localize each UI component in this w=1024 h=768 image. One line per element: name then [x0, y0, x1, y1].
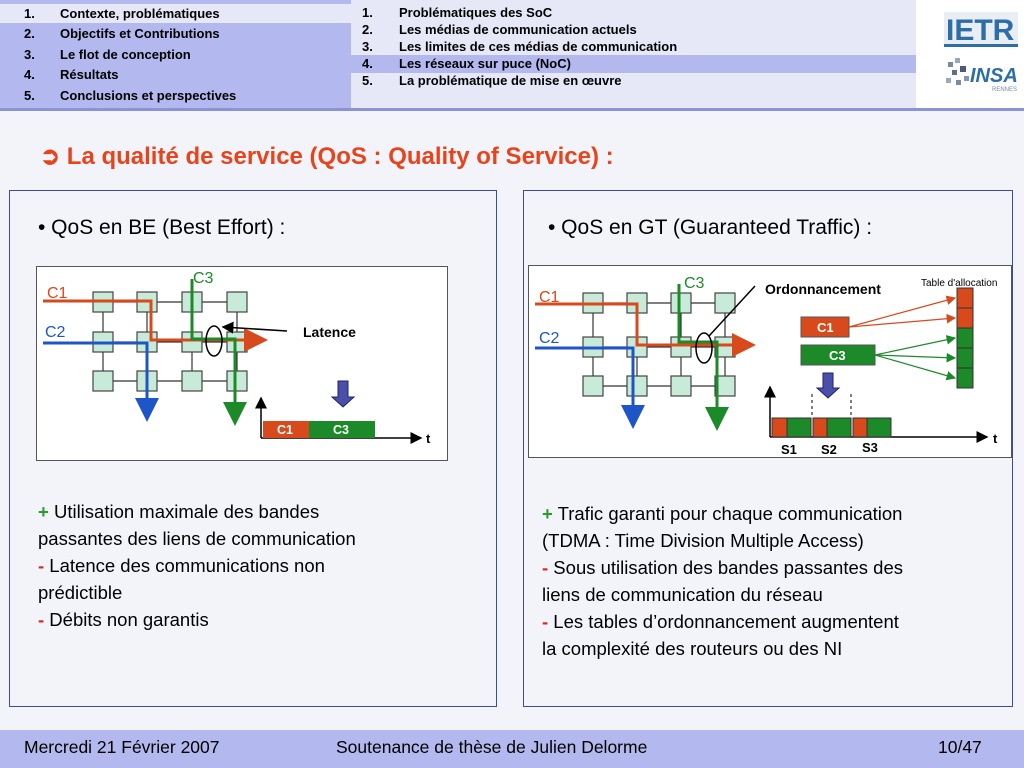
path-c3	[677, 284, 729, 431]
label-ordonnancement: Ordonnancement	[765, 281, 881, 297]
router	[714, 375, 736, 397]
logo-area: IETR INSA RENNES	[916, 0, 1024, 110]
router	[714, 292, 736, 314]
tdma-slot	[852, 417, 868, 438]
panel-best-effort-heading: • QoS en BE (Best Effort) :	[38, 216, 286, 239]
tdma-slot	[826, 417, 852, 438]
tdma-slot	[866, 417, 892, 438]
panel-best-effort-text: + Utilisation maximale des bandes passan…	[38, 498, 490, 633]
text-line: - Sous utilisation des bandes passantes …	[542, 557, 903, 578]
router	[670, 336, 692, 358]
text-line: + Trafic garanti pour chaque communicati…	[542, 503, 903, 524]
noc-diagram-be: C1 C2 C3 Latence C1 C3 t	[43, 270, 431, 446]
router	[181, 370, 203, 392]
text-line: passantes des liens de communication	[38, 528, 356, 549]
contention-ellipse	[695, 332, 713, 364]
insa-logo-subtext: RENNES	[992, 87, 1017, 93]
path-c1	[535, 302, 756, 357]
path-c3	[190, 279, 247, 426]
router	[226, 331, 248, 353]
router	[92, 370, 114, 392]
router	[582, 375, 604, 397]
tdma-slot	[786, 417, 812, 438]
panel-guaranteed-traffic-text: + Trafic garanti pour chaque communicati…	[542, 500, 1004, 662]
text-line: - Latence des communications non	[38, 555, 325, 576]
label-c2: C2	[45, 324, 66, 341]
header-divider	[0, 108, 1024, 111]
arrow-icon: ➲	[40, 143, 61, 170]
diagram-best-effort: C1 C2 C3 Latence C1 C3 t	[36, 266, 448, 461]
table-cell-c3	[956, 327, 974, 349]
time-label: t	[993, 431, 998, 446]
fan-arrows-c1	[848, 295, 957, 328]
label-s1: S1	[781, 442, 797, 457]
label-c1: C1	[47, 285, 68, 302]
fan-arrows-c3	[874, 335, 957, 381]
tdma-slot	[771, 417, 788, 438]
ietr-logo-text: IETR	[946, 14, 1015, 47]
router	[670, 375, 692, 397]
router	[626, 375, 648, 397]
text-line: - Débits non garantis	[38, 609, 209, 630]
latence-pointer	[221, 321, 288, 334]
down-arrow-icon	[815, 372, 841, 399]
diagram-guaranteed-traffic: C1 C2 C3 Ordonnancement Table d'allocati…	[528, 265, 1012, 458]
table-cell-c1	[956, 287, 974, 309]
contention-ellipse	[205, 325, 223, 357]
insa-logo: INSA RENNES	[946, 58, 1018, 93]
label-s2: S2	[821, 442, 837, 457]
logos: IETR INSA RENNES	[944, 12, 1018, 93]
footer-date: Mercredi 21 Février 2007	[24, 737, 220, 757]
insa-logo-text: INSA	[970, 65, 1018, 87]
page-number: 10/47	[938, 737, 982, 757]
router	[226, 370, 248, 392]
table-cell-c1	[956, 307, 974, 329]
panel-guaranteed-traffic-heading: • QoS en GT (Guaranteed Traffic) :	[548, 216, 873, 239]
footer	[0, 730, 1024, 768]
text-line: liens de communication du réseau	[542, 584, 823, 605]
label-c3: C3	[684, 275, 705, 292]
text-line: (TDMA : Time Division Multiple Access)	[542, 530, 864, 551]
allocation-table	[956, 287, 974, 389]
label-c1: C1	[539, 289, 560, 306]
ietr-logo: IETR	[944, 12, 1018, 47]
slot-c3	[309, 421, 375, 438]
label-s3: S3	[862, 440, 878, 455]
nav-main-highlight	[0, 4, 351, 23]
slot-c1	[263, 421, 309, 438]
down-arrow-icon	[330, 380, 356, 408]
nav-sub-highlight	[351, 55, 916, 73]
footer-title: Soutenance de thèse de Julien Delorme	[336, 737, 648, 757]
table-cell-c3	[956, 347, 974, 369]
router	[670, 292, 692, 314]
label-latence: Latence	[303, 324, 356, 340]
slot-c1-label: C1	[277, 423, 293, 437]
table-cell-c3	[956, 367, 974, 389]
slot-c3-label: C3	[333, 423, 349, 437]
router	[226, 291, 248, 313]
time-label: t	[426, 431, 431, 446]
box-c3-label: C3	[829, 348, 846, 363]
text-line: - Les tables d’ordonnancement augmentent	[542, 611, 899, 632]
path-c2	[535, 346, 645, 429]
text-line: + Utilisation maximale des bandes	[38, 501, 320, 522]
ordonnancement-pointer	[708, 285, 756, 337]
label-c2: C2	[539, 330, 560, 347]
tdma-slots	[771, 417, 892, 438]
tdma-slot	[812, 417, 828, 438]
text-line: la complexité des routeurs ou des NI	[542, 638, 843, 659]
label-table-allocation: Table d'allocation	[921, 278, 997, 289]
text-line: prédictible	[38, 582, 123, 603]
label-c3: C3	[193, 270, 214, 287]
box-c1-label: C1	[817, 320, 834, 335]
slide-title: ➲ La qualité de service (QoS : Quality o…	[40, 142, 614, 171]
slide-title-text: La qualité de service (QoS : Quality of …	[66, 143, 614, 170]
noc-diagram-gt: C1 C2 C3 Ordonnancement Table d'allocati…	[535, 275, 998, 457]
path-c2	[43, 341, 159, 422]
